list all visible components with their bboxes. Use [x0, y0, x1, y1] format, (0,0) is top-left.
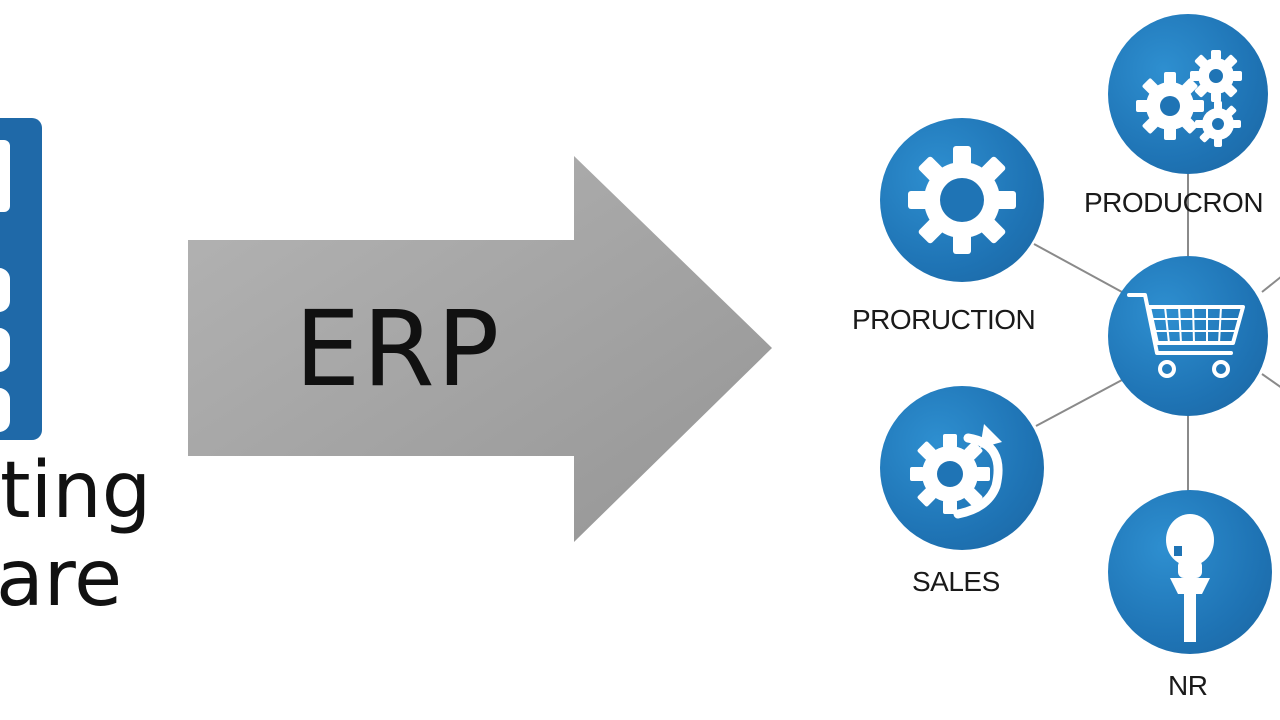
production-node-label: PRORUCTION [852, 304, 1036, 335]
person-icon [1166, 514, 1214, 642]
erp-label: ERP [294, 288, 502, 410]
gear-icon [908, 146, 1016, 254]
calculator-key [0, 328, 10, 372]
calculator-icon [0, 118, 42, 440]
shopping-cart-icon [1127, 293, 1245, 378]
gear-cluster-icon [1136, 50, 1242, 147]
sales-node [880, 386, 1044, 550]
hr-node [1108, 490, 1272, 654]
erp-arrow [188, 156, 772, 542]
calculator-key [0, 268, 10, 312]
shopping-cart-node [1108, 256, 1268, 416]
sales-node-label: SALES [912, 566, 1000, 597]
top-node-label: PRODUCRON [1084, 187, 1264, 218]
production-node [880, 118, 1044, 282]
left-caption-line1: ting [0, 446, 152, 536]
calculator-key [0, 388, 10, 432]
left-caption-line2: are [0, 534, 123, 624]
gear-cluster-node [1108, 14, 1268, 174]
calculator-screen [0, 140, 10, 212]
gear-cycle-icon [910, 424, 1003, 519]
hr-node-label: NR [1168, 670, 1208, 701]
